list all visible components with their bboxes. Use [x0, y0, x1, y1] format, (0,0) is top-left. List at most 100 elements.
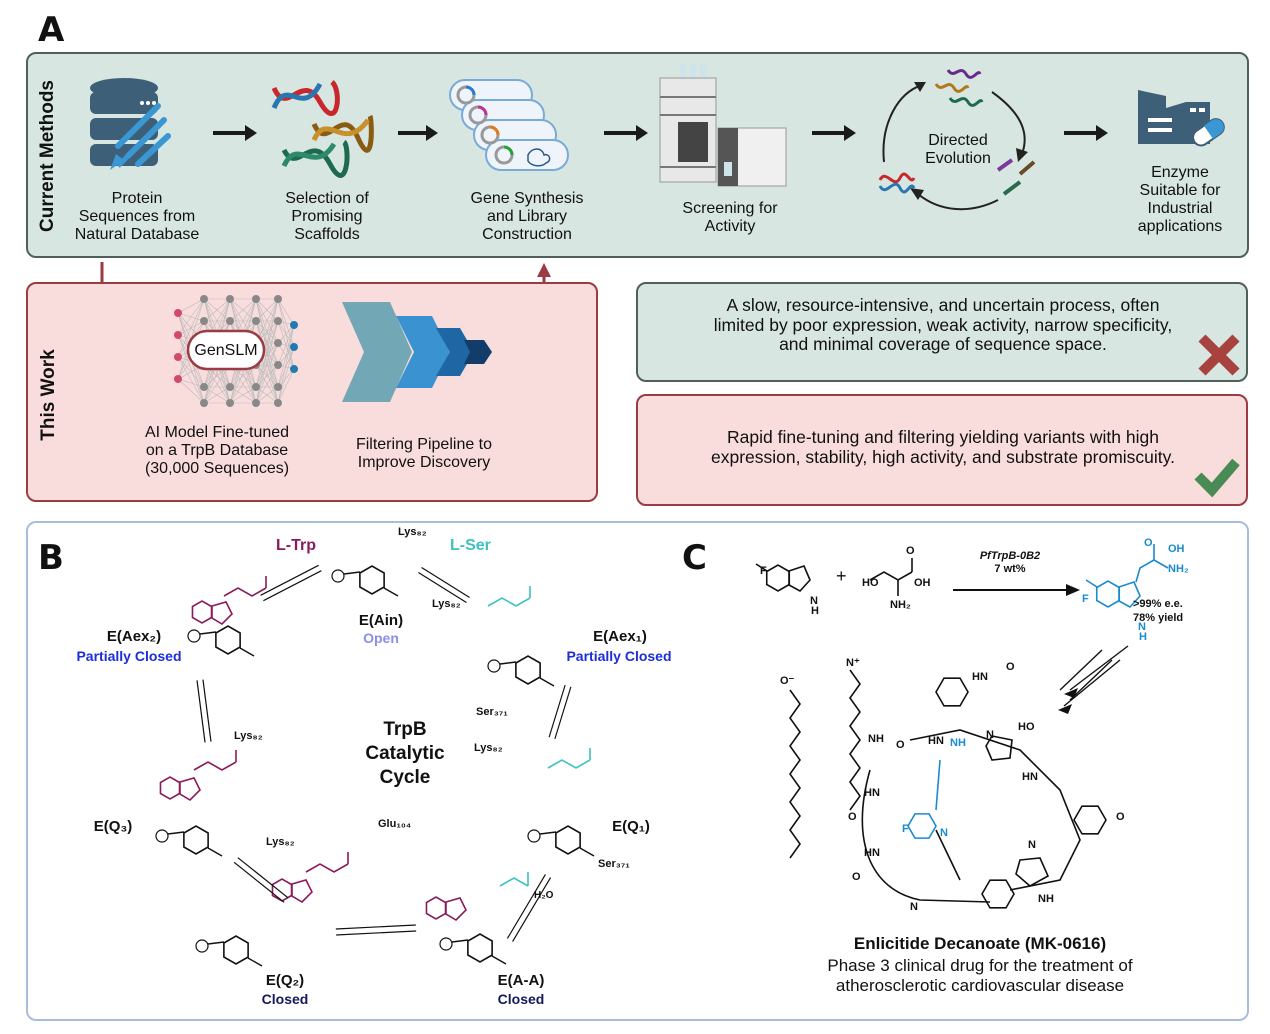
atom-label: H: [811, 605, 819, 617]
state-aex1-conformation: Partially Closed: [566, 648, 672, 664]
water-label: H₂O: [534, 890, 554, 901]
phenethyl-ring: [981, 879, 1015, 909]
state-aex1-name: E(Aex₁): [593, 628, 647, 645]
tryptophan-linkage: [935, 759, 941, 811]
network-node: [174, 331, 182, 339]
atom-label: NH₂: [1168, 563, 1189, 575]
l-trp-label: L-Trp: [276, 537, 316, 554]
drug-description: Phase 3 clinical drug for the treatment …: [827, 956, 1133, 995]
atom-label: HN: [864, 787, 880, 799]
decanoate-chain: [789, 689, 801, 859]
lys82-q1-label: Lys₈₂: [474, 742, 503, 754]
plp-aex1: [515, 655, 541, 685]
network-node: [200, 383, 208, 391]
this-work-box: This Work: [26, 282, 598, 502]
factory-pill-icon: [1138, 90, 1225, 147]
bond: [343, 571, 361, 575]
reaction-arrowhead: [1066, 584, 1080, 596]
network-node: [252, 295, 260, 303]
eq-arrow-q1-aa: [506, 874, 546, 939]
atom-label: NH: [950, 737, 966, 749]
network-node: [274, 361, 282, 369]
atom-label: N: [940, 827, 948, 839]
indole-free-pyrrole: [445, 897, 467, 922]
bond: [247, 957, 263, 967]
atom-label: H: [1139, 631, 1147, 643]
network-node: [274, 399, 282, 407]
trp-chain-aex2: [223, 576, 267, 597]
lys82-aex1-label: Lys₈₂: [432, 598, 461, 610]
serine-aex1: [487, 586, 531, 607]
flow-arrow: [1064, 125, 1108, 141]
plp-q2: [223, 935, 249, 965]
eq-arrow-aex1-q1: [554, 686, 572, 740]
drug-name: Enlicitide Decanoate (MK-0616): [853, 934, 1107, 953]
ser371-q1-label: Ser₃₇₁: [598, 858, 630, 870]
phosphate-icon: [439, 937, 453, 951]
atom-label: HO: [1018, 721, 1035, 733]
c-f-bond: [1085, 579, 1098, 588]
flow-arrow: [812, 125, 856, 141]
fluoroindole-ring: [907, 813, 937, 839]
network-node: [226, 295, 234, 303]
atom-label: HO: [862, 577, 879, 589]
check-icon: [1194, 458, 1240, 498]
network-node: [226, 383, 234, 391]
state-ain-name: E(Ain): [358, 612, 404, 629]
indole-q3-pyrrole: [179, 777, 201, 802]
hplc-instrument-icon: [659, 64, 787, 187]
network-node: [274, 383, 282, 391]
atom-label: HN: [864, 847, 880, 859]
catalyst-loading: 7 wt%: [994, 563, 1026, 575]
plasmid-library-icon: [449, 79, 569, 171]
bond: [579, 847, 595, 857]
indole-aex2: [191, 600, 213, 624]
network-node: [290, 343, 298, 351]
panel-c-letter: C: [682, 538, 707, 578]
atom-label: NH: [868, 733, 884, 745]
fluorotryptophan-structure-pyrrole: [1118, 581, 1141, 609]
bond: [539, 677, 555, 687]
step-caption-directed-evolution: Directed Evolution: [925, 132, 991, 167]
step-caption-database: Protein Sequences from Natural Database: [74, 190, 200, 243]
bond: [383, 587, 399, 597]
plp-q1: [555, 825, 581, 855]
eq-arrow-q2-q3: [233, 861, 285, 903]
atom-label: O: [906, 545, 915, 557]
atom-label: HN: [972, 671, 988, 683]
phosphate-icon: [487, 659, 501, 673]
atom-label: N: [1028, 839, 1036, 851]
indole-q2-pyrrole: [291, 879, 313, 904]
panel-b-letter: B: [38, 538, 64, 578]
network-node: [200, 399, 208, 407]
state-q3-name: E(Q₃): [93, 818, 133, 835]
dna-helices-icon: [271, 80, 374, 178]
network-node: [274, 339, 282, 347]
bond: [491, 955, 507, 965]
ser371-aex1-label: Ser₃₇₁: [476, 706, 508, 718]
indole-free: [425, 896, 447, 920]
synthesis-arrowhead: [1058, 704, 1072, 714]
eq-arrow-q3-aex2: [202, 679, 212, 742]
atom-label: O: [1116, 811, 1125, 823]
bond: [239, 647, 255, 657]
this-work-verdict-text: Rapid fine-tuning and filtering yielding…: [711, 427, 1175, 467]
indole-q2: [271, 878, 293, 902]
phosphate-icon: [187, 629, 201, 643]
bond: [207, 941, 225, 945]
state-q2-name: E(Q₂): [265, 972, 305, 989]
atom-label: N: [1138, 621, 1146, 633]
phosphate-icon: [331, 569, 345, 583]
serine-structure: [869, 558, 913, 596]
aminoacrylate-aa: [499, 872, 529, 887]
network-node: [252, 383, 260, 391]
network-node: [174, 353, 182, 361]
eq-arrow-aa-q2: [336, 930, 417, 936]
step-caption-ai-model: AI Model Fine-tuned on a TrpB Database (…: [144, 424, 290, 477]
lys82-q2-label: Lys₈₂: [266, 836, 295, 848]
atom-label: O: [852, 871, 861, 883]
product-yield: 78% yield: [1133, 612, 1184, 624]
atom-label: N: [986, 729, 994, 741]
atom-label: OH: [914, 577, 931, 589]
